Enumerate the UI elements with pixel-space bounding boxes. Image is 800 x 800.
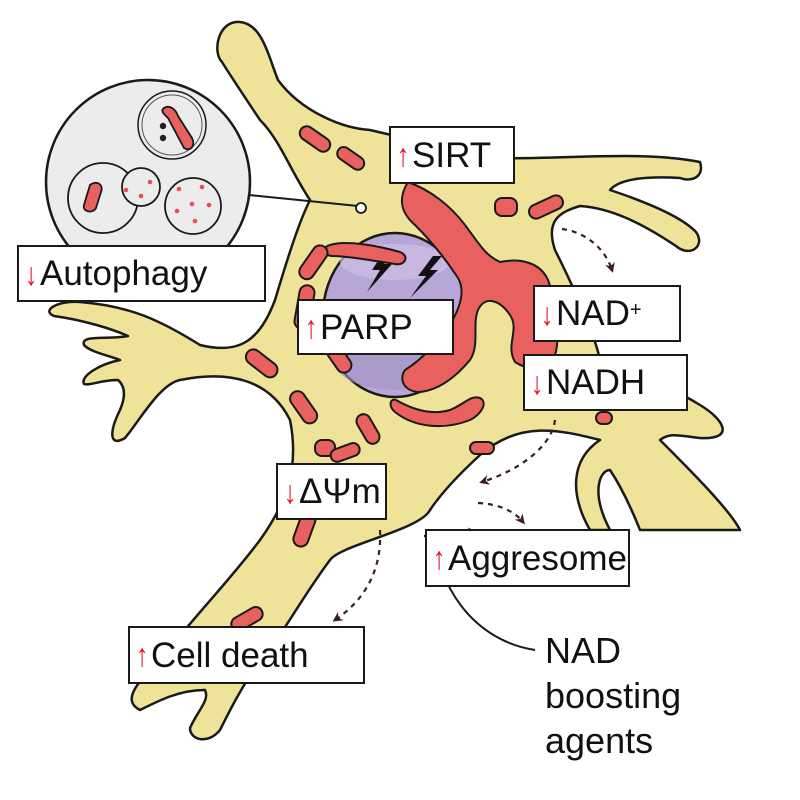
label-autophagy-text: Autophagy [40,254,208,293]
label-nadh: ↓ NADH [523,354,688,411]
arrow-sirt-to-nad [561,227,615,273]
up-arrow-icon: ↑ [396,137,410,173]
nad-boosting-agents-label: NAD boosting agents [545,628,681,763]
label-aggresome-text: Aggresome [448,538,627,578]
up-arrow-icon: ↑ [135,637,149,673]
down-arrow-icon: ↓ [283,473,297,510]
treatment-line-1: NAD [545,630,622,671]
treatment-line-3: agents [545,720,654,761]
label-aggresome: ↑ Aggresome [425,529,630,587]
mitochondria [230,125,613,632]
lightning-bolt-icon [410,256,442,298]
label-cell-death-text: Cell death [151,635,309,675]
arrow-dpsim-to-celldeath [332,529,382,622]
autolysosome-fusing [67,162,161,234]
label-sirt: ↑ SIRT [389,126,515,184]
autophagosome [137,90,207,160]
label-parp-text: PARP [320,307,413,347]
label-autophagy: ↓ Autophagy [17,245,266,302]
label-delta-psi-m-text: ΔΨm [299,472,381,511]
lightning-bolt-icon [367,250,396,292]
up-arrow-icon: ↑ [304,309,318,345]
label-delta-psi-m: ↓ ΔΨm [276,463,387,520]
down-arrow-icon: ↓ [530,364,544,401]
label-parp: ↑ PARP [297,299,454,355]
label-nad-plus: ↓ NAD + [533,285,681,342]
arrow-nadh-to-dpsim [479,419,557,485]
down-arrow-icon: ↓ [540,295,554,332]
inset-connector [248,194,367,214]
lysosome [164,177,222,235]
label-nadh-text: NADH [546,363,646,402]
treatment-line-2: boosting [545,675,682,716]
label-nad-superscript: + [629,298,642,321]
up-arrow-icon: ↑ [432,540,446,576]
label-nad-text: NAD [556,294,630,333]
arrow-dpsim-to-aggresome [477,501,525,525]
down-arrow-icon: ↓ [24,255,38,292]
label-cell-death: ↑ Cell death [128,626,365,684]
label-sirt-text: SIRT [412,135,492,175]
